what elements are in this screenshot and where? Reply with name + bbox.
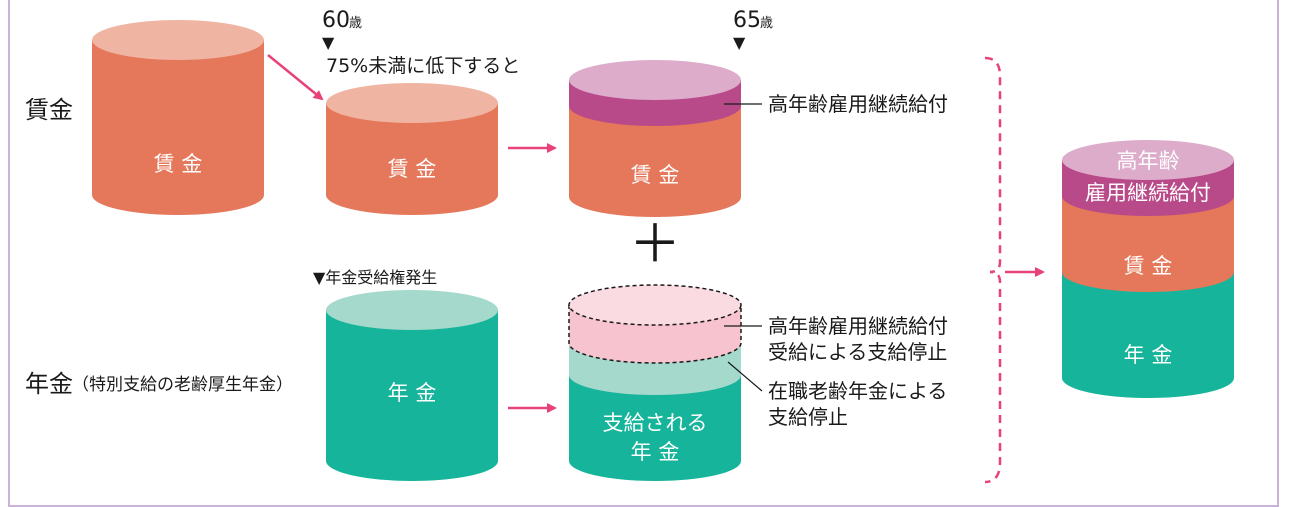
leader-suspension-in-service (727, 361, 763, 392)
cylinder-wage-reduced: 賃 金 (326, 83, 498, 215)
age65-number: 65 (733, 8, 761, 33)
label-suspension-by-benefit-2: 受給による支給停止 (768, 340, 947, 364)
bracket-dashed (984, 56, 1002, 484)
row-label-wage: 賃金 (25, 96, 73, 124)
cylinder-label-total-wage: 賃 金 (1124, 254, 1173, 278)
cylinder-label-pension-paid-2: 年 金 (631, 440, 680, 464)
label-suspension-by-benefit-1: 高年齢雇用継続給付 (768, 314, 948, 338)
note-pension-right: ▼年金受給権発生 (313, 268, 437, 287)
arrow-wage-drop (267, 54, 324, 101)
cylinder-label-pension-paid-1: 支給される (603, 411, 708, 435)
frame-border (8, 0, 1279, 507)
cylinder-label-wage-initial: 賃 金 (154, 152, 203, 176)
label-suspension-in-service-2: 支給停止 (768, 405, 848, 429)
age60-number: 60 (322, 8, 350, 33)
cylinder-pension-paid: 支給される 年 金 (568, 284, 742, 481)
cylinder-label-pension-initial: 年 金 (388, 381, 437, 405)
cylinder-total: 高年齢 雇用継続給付 賃 金 年 金 (1062, 140, 1234, 398)
age65-unit: 歳 (760, 16, 773, 31)
age65-triangle: ▼ (733, 33, 746, 52)
row-label-pension: 年金 (25, 370, 73, 398)
label-continuation-benefit: 高年齢雇用継続給付 (768, 92, 948, 116)
row-label-pension-sub: （特別支給の老齢厚生年金） (72, 375, 293, 395)
cylinder-label-wage-reduced: 賃 金 (388, 157, 437, 181)
cylinder-label-total-benefit-2: 雇用継続給付 (1085, 181, 1211, 205)
note-wage-drop: 75%未満に低下すると (326, 55, 520, 77)
cylinder-label-total-benefit-1: 高年齢 (1117, 149, 1180, 173)
cylinder-wage-initial: 賃 金 (92, 20, 264, 215)
cylinder-label-total-pension: 年 金 (1124, 343, 1173, 367)
age60-triangle: ▼ (322, 33, 335, 52)
plus-sign: ＋ (629, 215, 681, 275)
cylinder-label-wage-after: 賃 金 (631, 163, 680, 187)
age60-unit: 歳 (349, 16, 362, 31)
cylinder-pension-initial: 年 金 (326, 290, 498, 481)
label-suspension-in-service-1: 在職老齢年金による (768, 379, 947, 403)
cylinder-wage-with-benefit: 賃 金 (569, 60, 741, 217)
